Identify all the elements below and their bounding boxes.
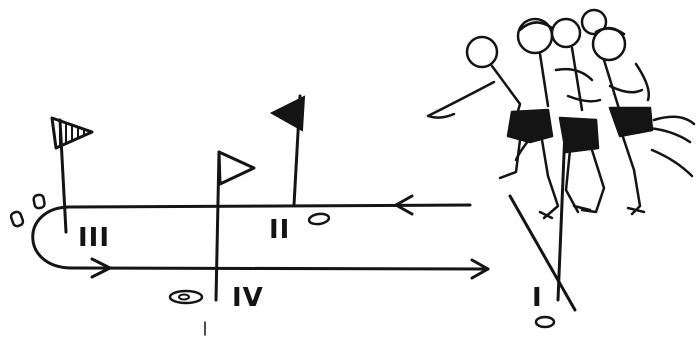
start-lines: [508, 128, 577, 312]
bottom-track: [70, 257, 490, 280]
right-arrow-head-icon: [470, 258, 490, 280]
flag-station-three: [50, 116, 94, 234]
flag-station-four: [214, 150, 256, 302]
u-turn-track: [31, 205, 74, 270]
top-track: [68, 194, 472, 216]
left-arrow-icon: [394, 194, 414, 216]
station-label-two: II: [269, 215, 290, 245]
flag-station-two: [269, 94, 306, 207]
station-label-one: I: [532, 283, 543, 313]
right-arrow-icon: [90, 257, 112, 279]
station-label-three: III: [78, 223, 110, 253]
course-markers: [9, 193, 556, 329]
runners-group-illustration: [426, 8, 696, 220]
station-label-four: IV: [232, 283, 264, 313]
